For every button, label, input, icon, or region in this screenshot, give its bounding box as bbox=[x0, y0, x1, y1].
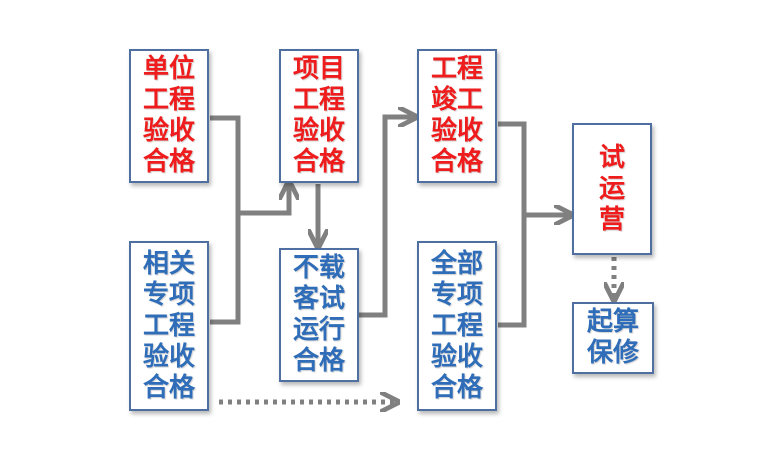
box-trial-operation-label: 试 运 营 bbox=[598, 142, 625, 235]
box-project-acceptance: 项目 工程 验收 合格 bbox=[279, 49, 359, 183]
box-start-warranty: 起算 保修 bbox=[572, 302, 654, 374]
box-all-special-acceptance: 全部 专项 工程 验收 合格 bbox=[417, 241, 497, 411]
box-project-acceptance-label: 项目 工程 验收 合格 bbox=[292, 54, 345, 177]
connector-unit-to-project bbox=[210, 115, 241, 325]
connector-completion-to-trial bbox=[498, 121, 527, 328]
box-no-load-trial: 不载 客试 运行 合格 bbox=[279, 248, 359, 382]
box-completion-acceptance-label: 工程 竣工 验收 合格 bbox=[430, 54, 483, 177]
box-related-special-acceptance-label: 相关 专项 工程 验收 合格 bbox=[142, 248, 195, 403]
box-start-warranty-label: 起算 保修 bbox=[586, 307, 639, 368]
arrow-to-project bbox=[238, 184, 289, 216]
box-unit-acceptance: 单位 工程 验收 合格 bbox=[129, 49, 209, 183]
box-completion-acceptance: 工程 竣工 验收 合格 bbox=[417, 49, 497, 183]
arrow-noload-to-completion bbox=[358, 117, 414, 318]
box-related-special-acceptance: 相关 专项 工程 验收 合格 bbox=[129, 241, 209, 411]
box-all-special-acceptance-label: 全部 专项 工程 验收 合格 bbox=[430, 248, 483, 403]
box-unit-acceptance-label: 单位 工程 验收 合格 bbox=[142, 54, 195, 177]
box-trial-operation: 试 运 营 bbox=[572, 123, 652, 255]
box-no-load-trial-label: 不载 客试 运行 合格 bbox=[292, 253, 345, 376]
